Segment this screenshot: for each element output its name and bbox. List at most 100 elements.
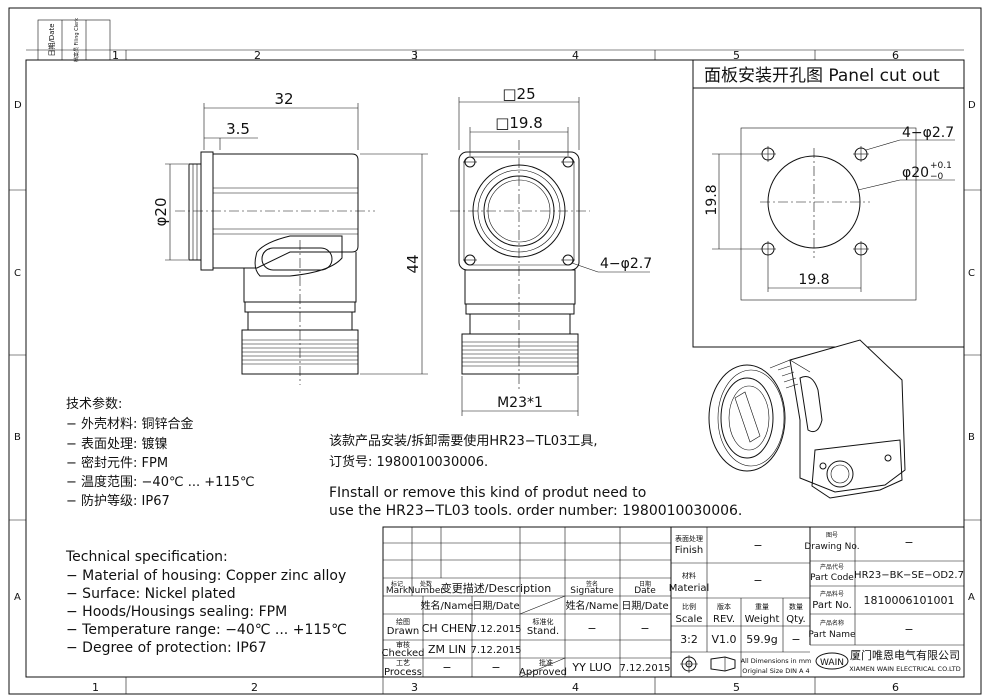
logo-text: WAIN bbox=[820, 658, 844, 668]
row-label-c: C bbox=[14, 268, 21, 279]
row-label-b-right: B bbox=[968, 432, 975, 443]
tb-date2-header-2: 日期/Date bbox=[621, 600, 668, 612]
row-label-c-right: C bbox=[968, 268, 975, 279]
tb-part-name-value: − bbox=[904, 623, 913, 636]
tb-description: 变更描述/Description bbox=[441, 581, 551, 595]
tb-material-cn: 材料 bbox=[682, 571, 696, 580]
tb-material-value: − bbox=[753, 574, 762, 587]
tb-part-name: Part Name bbox=[808, 630, 856, 640]
panel-dia-tol-lower: −0 bbox=[930, 172, 944, 182]
tb-process-name: − bbox=[442, 661, 451, 674]
tb-stand-cn: 标准化 bbox=[533, 617, 554, 626]
tb-process-cn: 工艺 bbox=[396, 659, 410, 667]
tb-approved: Approved bbox=[519, 667, 567, 678]
panel-dim-vertical: 19.8 bbox=[704, 184, 720, 215]
tb-drawn-cn: 绘图 bbox=[396, 617, 410, 626]
tech-cn-item: − 密封元件: FPM bbox=[66, 455, 168, 471]
filing-date-label: 日期/Date bbox=[48, 23, 56, 56]
filing-clerk-label: 档案员 Filing Clerk bbox=[73, 18, 80, 62]
dim-m23-thread: M23*1 bbox=[497, 395, 543, 411]
tb-drawn-date: 7.12.2015 bbox=[471, 624, 522, 635]
tb-stand-date: − bbox=[640, 622, 649, 635]
company-logo-icon: WAIN bbox=[815, 652, 849, 670]
tb-process-date: − bbox=[491, 661, 500, 674]
tb-signature: Signature bbox=[570, 586, 614, 596]
tech-cn-item: − 外壳材料: 铜锌合金 bbox=[66, 416, 194, 432]
tb-approved-cn: 批准 bbox=[539, 658, 553, 667]
tb-checked-name: ZM LIN bbox=[428, 643, 466, 656]
tb-rev-cn: 版本 bbox=[717, 602, 731, 611]
front-thread-lines bbox=[462, 341, 578, 367]
row-label-b: B bbox=[14, 432, 21, 443]
filing-box bbox=[37, 19, 111, 61]
tb-drawn-name: CH CHEN bbox=[422, 622, 473, 635]
tech-en-item: − Temperature range: −40℃ ... +115℃ bbox=[66, 622, 347, 638]
tb-dims-note-2: Original Size DIN A 4 bbox=[742, 667, 809, 675]
tech-cn-item: − 温度范围: −40℃ ... +115℃ bbox=[66, 474, 255, 490]
tb-scale-cn: 比例 bbox=[682, 602, 696, 611]
tb-weight: Weight bbox=[745, 614, 780, 625]
tb-drawing-no-value: − bbox=[904, 536, 913, 549]
tb-name-header-2: 姓名/Name bbox=[566, 599, 619, 612]
tb-scale-value: 3:2 bbox=[680, 633, 698, 646]
tb-qty: Qty. bbox=[786, 614, 805, 625]
tech-en-item: − Material of housing: Copper zinc alloy bbox=[66, 568, 346, 584]
tb-checked: Checked bbox=[382, 648, 425, 659]
note-en-line2: use the HR23−TL03 tools. order number: 1… bbox=[329, 503, 742, 519]
tech-cn-item: − 表面处理: 镀镍 bbox=[66, 436, 168, 452]
col-label-bottom-2: 2 bbox=[251, 681, 258, 694]
tb-part-name-cn: 产品名称 bbox=[820, 619, 844, 627]
front-hole-label: 4−φ2.7 bbox=[600, 256, 652, 272]
note-cn-line2: 订货号: 1980010030006. bbox=[329, 454, 488, 470]
row-label-a-right: A bbox=[968, 592, 975, 603]
tb-drawn: Drawn bbox=[387, 626, 419, 637]
tb-part-no: Part No. bbox=[812, 600, 852, 611]
tb-part-no-cn: 产品料号 bbox=[820, 590, 844, 598]
tb-mark-cn: 标记 bbox=[391, 580, 403, 588]
row-label-d-right: D bbox=[968, 100, 976, 111]
dim-32: 32 bbox=[274, 90, 293, 108]
tb-name-header: 姓名/Name bbox=[421, 599, 474, 612]
tb-approved-name: YY LUO bbox=[571, 661, 612, 674]
tb-qty-value: − bbox=[791, 633, 800, 646]
tb-drawing-no-cn: 图号 bbox=[826, 532, 838, 539]
tb-date-cn: 日期 bbox=[639, 580, 651, 588]
col-label-3: 3 bbox=[411, 49, 418, 62]
col-label-bottom-5: 5 bbox=[733, 681, 740, 694]
col-label-4: 4 bbox=[572, 49, 579, 62]
title-block: 标记 Mark 处数 Number 变更描述/Description 签名 Si… bbox=[382, 526, 965, 678]
tech-en-title: Technical specification: bbox=[65, 549, 228, 565]
panel-cutout-title: 面板安装开孔图 Panel cut out bbox=[704, 66, 940, 86]
tb-finish-cn: 表面处理 bbox=[675, 534, 703, 543]
tb-company-cn: 厦门唯恩电气有限公司 bbox=[850, 648, 960, 662]
tb-rev: REV. bbox=[713, 614, 735, 625]
tb-part-no-value: 1810006101001 bbox=[864, 594, 955, 607]
tb-weight-value: 59.9g bbox=[746, 633, 777, 646]
tb-part-code-cn: 产品代号 bbox=[820, 563, 844, 571]
col-label-2: 2 bbox=[254, 49, 261, 62]
outer-frame bbox=[8, 7, 982, 695]
col-label-bottom-3: 3 bbox=[411, 681, 418, 694]
tech-spec-en: Technical specification: − Material of h… bbox=[65, 549, 347, 656]
tech-en-item: − Surface: Nickel plated bbox=[66, 586, 236, 602]
col-label-5: 5 bbox=[733, 49, 740, 62]
dim-3-5: 3.5 bbox=[226, 120, 250, 138]
panel-dia-tol-upper: +0.1 bbox=[930, 161, 952, 171]
tb-number: Number bbox=[408, 586, 444, 596]
panel-dim-horizontal: 19.8 bbox=[798, 272, 829, 288]
col-label-bottom-1: 1 bbox=[92, 681, 99, 694]
tb-mark: Mark bbox=[386, 586, 409, 596]
front-view: □25 □19.8 4−φ2.7 M23*1 bbox=[450, 85, 652, 416]
dim-sq-19-8: □19.8 bbox=[495, 114, 543, 132]
tb-material: Material bbox=[669, 583, 710, 594]
panel-dia-label: φ20 bbox=[902, 165, 929, 181]
isometric-view bbox=[708, 339, 906, 499]
row-label-d: D bbox=[14, 100, 22, 111]
tb-stand: Stand. bbox=[527, 626, 559, 637]
tb-part-code-value: HR23−BK−SE−OD2.7 bbox=[854, 570, 964, 581]
tb-finish: Finish bbox=[675, 545, 703, 556]
tb-part-code: Part Code bbox=[810, 573, 854, 583]
col-label-1: 1 bbox=[112, 49, 119, 62]
side-view: 32 3.5 φ20 44 bbox=[152, 90, 428, 385]
